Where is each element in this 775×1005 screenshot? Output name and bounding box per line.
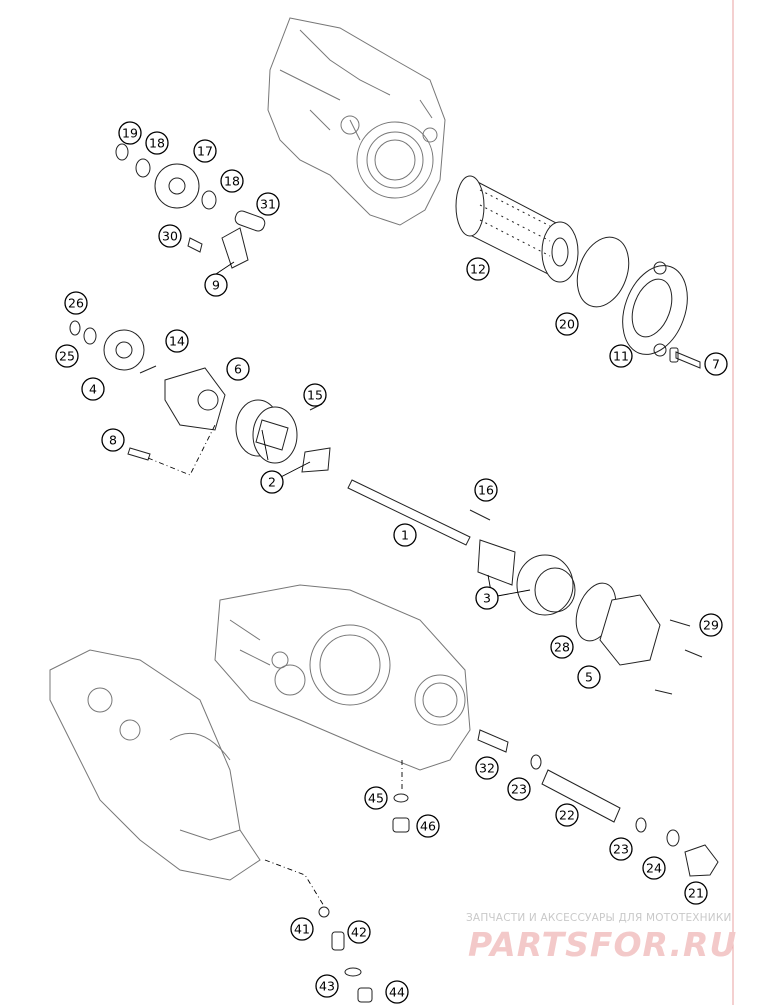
crankcase-left-illustration [49, 649, 261, 881]
callout-4: 4 [81, 377, 105, 401]
callout-label: 7 [712, 357, 720, 372]
callout-label: 18 [224, 174, 240, 189]
callout-label: 46 [420, 819, 436, 834]
callout-18: 18 [145, 131, 169, 155]
callout-2: 2 [260, 470, 284, 494]
callout-label: 42 [351, 925, 367, 940]
callout-18b: 18 [220, 169, 244, 193]
callout-label: 14 [169, 334, 185, 349]
callout-label: 11 [613, 349, 629, 364]
callout-label: 16 [478, 483, 494, 498]
lower-shaft-parts-illustration [318, 729, 719, 1003]
callout-label: 41 [294, 922, 310, 937]
callout-label: 45 [368, 791, 384, 806]
callout-44: 44 [385, 980, 409, 1004]
oil-pump-parts-illustration [69, 320, 331, 473]
callout-label: 19 [122, 126, 138, 141]
callout-label: 3 [483, 591, 491, 606]
callout-group: 19 18 17 18 31 30 9 12 20 11 7 26 25 14 … [55, 121, 728, 1004]
callout-label: 32 [479, 761, 495, 776]
callout-43: 43 [315, 974, 339, 998]
callout-20: 20 [555, 312, 579, 336]
callout-label: 21 [688, 886, 704, 901]
watermark-logo: PARTSFOR.RU [468, 925, 738, 964]
callout-label: 43 [319, 979, 335, 994]
callout-label: 18 [149, 136, 165, 151]
callout-17: 17 [193, 139, 217, 163]
callout-label: 23 [613, 842, 629, 857]
leader-lines [147, 261, 531, 907]
crankcase-lower-illustration [214, 584, 471, 771]
callout-8: 8 [101, 428, 125, 452]
watermark-caption: ЗАПЧАСТИ И АКСЕССУАРЫ ДЛЯ МОТОТЕХНИКИ [466, 912, 732, 924]
callout-21: 21 [684, 881, 708, 905]
callout-31: 31 [256, 192, 280, 216]
callout-11: 11 [609, 344, 633, 368]
callout-label: 20 [559, 317, 575, 332]
callout-label: 1 [401, 528, 409, 543]
gear-group-illustration [115, 143, 266, 269]
callout-12: 12 [466, 257, 490, 281]
callout-1: 1 [393, 523, 417, 547]
callout-25: 25 [55, 344, 79, 368]
callout-9: 9 [204, 273, 228, 297]
callout-label: 26 [68, 296, 84, 311]
callout-29: 29 [699, 613, 723, 637]
callout-45: 45 [364, 786, 388, 810]
callout-23b: 23 [609, 837, 633, 861]
callout-label: 9 [212, 278, 220, 293]
callout-46: 46 [416, 814, 440, 838]
callout-label: 28 [554, 640, 570, 655]
callout-label: 2 [268, 475, 276, 490]
callout-label: 17 [197, 144, 213, 159]
screw-7-illustration [669, 347, 701, 369]
crankcase-upper-illustration [267, 17, 446, 226]
callout-26: 26 [64, 291, 88, 315]
callout-30: 30 [158, 224, 182, 248]
callout-label: 4 [89, 382, 97, 397]
oil-filter-illustration [455, 175, 579, 283]
callout-label: 22 [559, 808, 575, 823]
callout-label: 24 [646, 861, 662, 876]
callout-label: 5 [585, 670, 593, 685]
callout-label: 30 [162, 229, 178, 244]
callout-23: 23 [507, 777, 531, 801]
callout-6: 6 [226, 357, 250, 381]
pump-shaft-illustration [347, 479, 491, 546]
oil-filter-cover-illustration [622, 261, 688, 357]
callout-28: 28 [550, 635, 574, 659]
callout-32: 32 [475, 756, 499, 780]
callout-label: 25 [59, 349, 75, 364]
pump-cover-illustration [599, 594, 703, 695]
callout-label: 23 [511, 782, 527, 797]
callout-42: 42 [347, 920, 371, 944]
callout-label: 29 [703, 618, 719, 633]
callout-label: 15 [307, 388, 323, 403]
callout-label: 8 [109, 433, 117, 448]
callout-label: 12 [470, 262, 486, 277]
callout-7: 7 [704, 352, 728, 376]
callout-15: 15 [303, 383, 327, 407]
callout-label: 31 [260, 197, 276, 212]
callout-24: 24 [642, 856, 666, 880]
callout-label: 44 [389, 985, 405, 1000]
callout-label: 6 [234, 362, 242, 377]
pump-rotor-3-illustration [477, 539, 576, 616]
callout-14: 14 [165, 329, 189, 353]
o-ring-20-illustration [576, 236, 630, 308]
callout-3: 3 [475, 586, 499, 610]
callout-5: 5 [577, 665, 601, 689]
callout-22: 22 [555, 803, 579, 827]
callout-16: 16 [474, 478, 498, 502]
callout-41: 41 [290, 917, 314, 941]
callout-19: 19 [118, 121, 142, 145]
